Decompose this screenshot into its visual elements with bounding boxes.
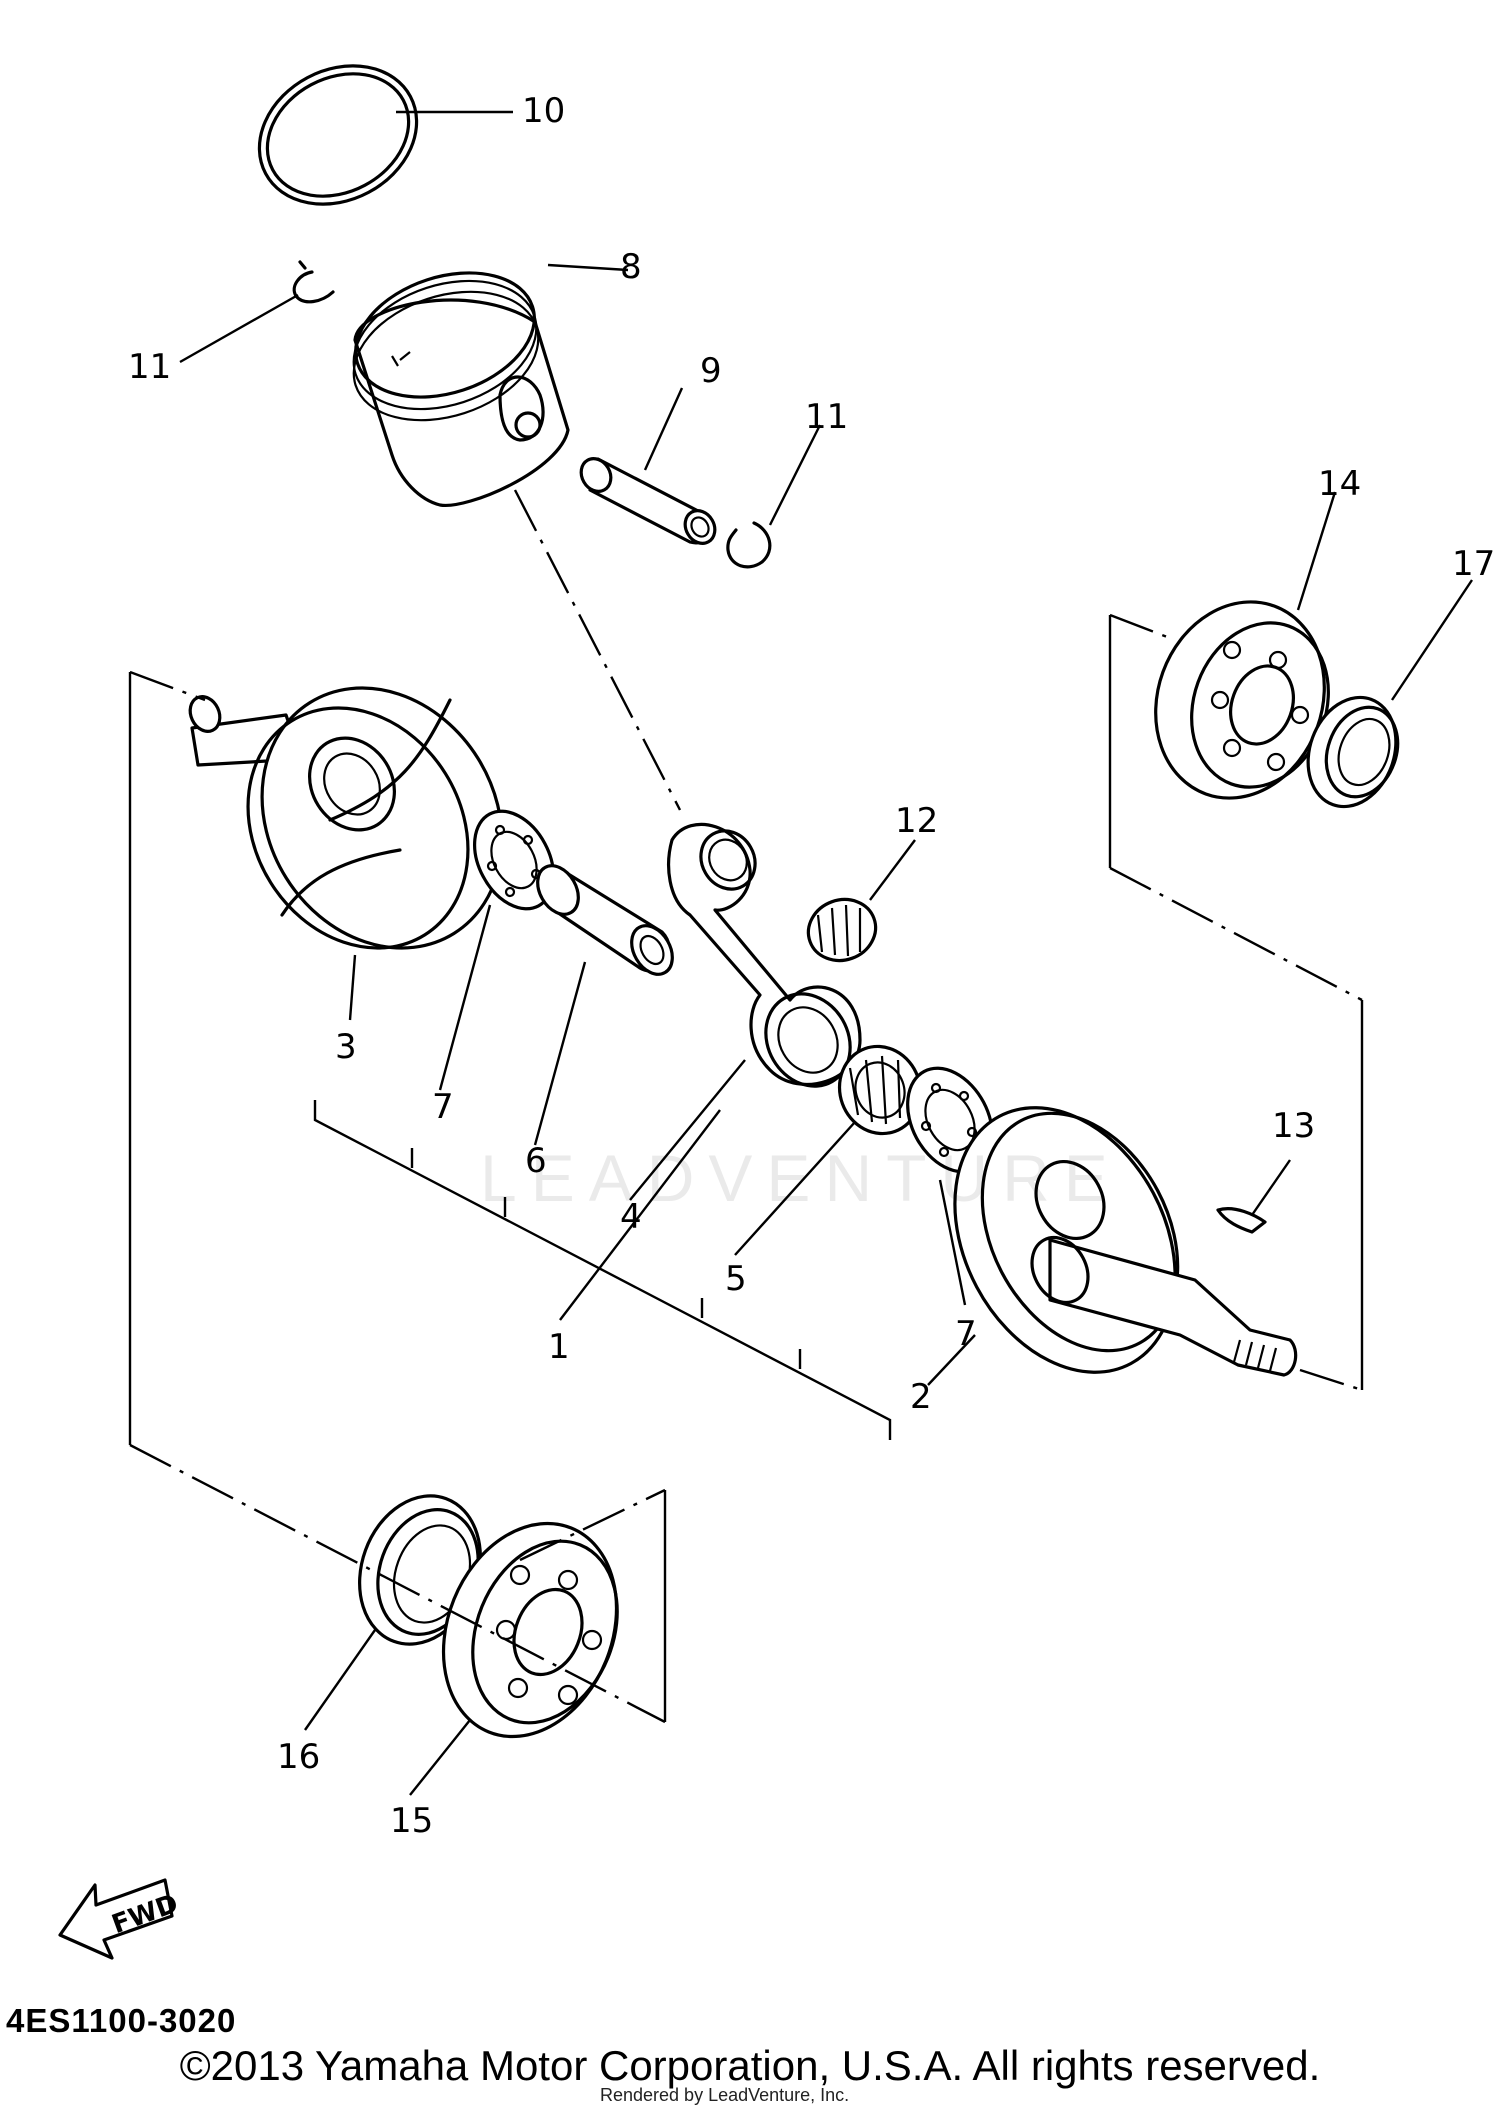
- washer-left[interactable]: [459, 798, 570, 923]
- callout-16: 16: [277, 1737, 320, 1777]
- small-end-bearing[interactable]: [800, 890, 884, 970]
- callout-12: 12: [895, 801, 938, 841]
- callout-13: 13: [1272, 1106, 1315, 1146]
- callout-11-right: 11: [805, 397, 848, 437]
- crank-pin[interactable]: [529, 858, 680, 981]
- circlip-right[interactable]: [726, 521, 772, 569]
- callout-7-right: 7: [955, 1314, 977, 1354]
- callout-15: 15: [390, 1801, 433, 1841]
- connecting-rod[interactable]: [667, 821, 867, 1102]
- oil-seal-right[interactable]: [1293, 685, 1410, 819]
- woodruff-key[interactable]: [1216, 1207, 1267, 1234]
- callout-17: 17: [1452, 544, 1495, 584]
- callout-9: 9: [700, 351, 722, 391]
- part-code: 4ES1100-3020: [6, 2002, 237, 2039]
- callout-14: 14: [1318, 464, 1361, 504]
- crank-left-half[interactable]: [185, 643, 550, 993]
- piston-ring[interactable]: [235, 39, 441, 231]
- piston-pin[interactable]: [575, 453, 720, 548]
- bearing-left[interactable]: [413, 1497, 647, 1762]
- leader-lines: [179, 110, 1473, 1796]
- callout-5: 5: [725, 1259, 747, 1299]
- callout-labels: 10 8 11 9 11 14 17 12 13 3 7 6 4 5 1 7 2…: [128, 91, 1495, 1841]
- callout-2: 2: [910, 1377, 932, 1417]
- circlip-left[interactable]: [292, 260, 335, 304]
- rendered-by-text: Rendered by LeadVenture, Inc.: [600, 2085, 850, 2105]
- watermark: LEADVENTURE: [480, 1141, 1122, 1215]
- big-end-bearing[interactable]: [827, 1035, 932, 1145]
- callout-11-left: 11: [128, 347, 171, 387]
- callout-7-left: 7: [432, 1087, 454, 1127]
- copyright-text: ©2013 Yamaha Motor Corporation, U.S.A. A…: [179, 2042, 1321, 2089]
- callout-1: 1: [548, 1327, 570, 1367]
- crank-right-half[interactable]: [911, 1069, 1298, 1410]
- callout-3: 3: [335, 1027, 357, 1067]
- fwd-arrow-icon: FWD: [58, 1878, 182, 1960]
- callout-4: 4: [620, 1197, 642, 1237]
- callout-10: 10: [522, 91, 565, 131]
- callout-8: 8: [620, 247, 642, 287]
- assembly-bracket: [128, 489, 1364, 1724]
- piston[interactable]: [337, 251, 570, 507]
- callout-6: 6: [525, 1141, 547, 1181]
